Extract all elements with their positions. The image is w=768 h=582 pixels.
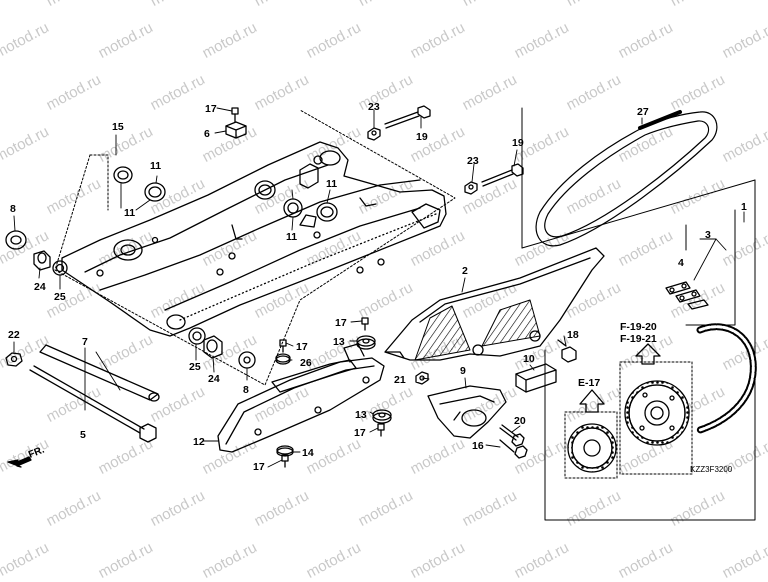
bolt-17-cover — [361, 317, 369, 331]
chain-cover-2 — [384, 247, 605, 361]
collar-13-bottom — [372, 409, 392, 424]
callout-24-right: 24 — [208, 373, 220, 385]
callout-16: 16 — [472, 440, 484, 452]
callout-7: 7 — [82, 336, 88, 348]
callout-1: 1 — [741, 201, 747, 213]
collar-14 — [276, 445, 294, 457]
ref-arrow-e17 — [579, 389, 605, 413]
ref-label-e17: E-17 — [578, 377, 600, 389]
callout-23-mid: 23 — [467, 155, 479, 167]
dust-seal-11d — [316, 202, 338, 222]
nut-22 — [5, 352, 23, 367]
ref-label-f1920: F-19-20 — [620, 321, 657, 333]
callout-13-top: 13 — [333, 336, 345, 348]
callout-8-left: 8 — [10, 203, 16, 215]
bolt-20 — [499, 424, 525, 447]
diagram-code: KZZ3F3200 — [690, 465, 733, 474]
bearing-25-right — [188, 327, 206, 345]
bolt-17-mid — [279, 339, 287, 353]
chain-segment-1 — [696, 323, 757, 434]
bolt-18 — [557, 339, 577, 363]
callout-3: 3 — [705, 229, 711, 241]
callout-23-top: 23 — [368, 101, 380, 113]
callout-11b: 11 — [124, 207, 135, 219]
slider-bracket — [271, 343, 365, 393]
callout-17-top: 17 — [205, 103, 217, 115]
front-sprocket — [567, 423, 617, 473]
callout-27: 27 — [637, 106, 649, 118]
swingarm — [61, 141, 447, 337]
callout-5: 5 — [80, 429, 86, 441]
callout-2: 2 — [462, 265, 468, 277]
callout-11a: 11 — [150, 160, 161, 172]
nut-23-mid — [464, 181, 478, 195]
bolt-17-lower — [377, 423, 385, 437]
dust-seal-11a — [113, 166, 133, 184]
front-label: FR. — [27, 444, 46, 460]
callout-11d: 11 — [326, 178, 337, 190]
callout-17-mid: 17 — [296, 341, 308, 353]
adjuster-bolt-19-top — [384, 105, 431, 129]
ref-label-f1921: F-19-21 — [620, 333, 657, 345]
collar-24-right — [203, 335, 223, 359]
adjuster-bolt-19-mid — [481, 163, 524, 187]
nut-23-top — [367, 127, 381, 141]
guide-9 — [427, 385, 507, 439]
dust-seal-11b — [144, 182, 166, 202]
callout-17-cover: 17 — [335, 317, 347, 329]
group-frame-swingarm — [54, 109, 456, 386]
drive-chain-27 — [535, 110, 718, 247]
callout-25-right: 25 — [189, 361, 201, 373]
callout-26: 26 — [300, 357, 312, 369]
callout-21: 21 — [394, 374, 406, 386]
bearing-8-left — [5, 230, 27, 250]
collar-24-left — [33, 250, 51, 271]
callout-22: 22 — [8, 329, 20, 341]
callout-9: 9 — [460, 365, 466, 377]
collar-13-top — [356, 335, 376, 350]
callout-17-lower: 17 — [354, 427, 366, 439]
collar-26 — [275, 353, 291, 365]
leader-lines — [13, 107, 745, 468]
callout-12: 12 — [193, 436, 205, 448]
callout-24-left: 24 — [34, 281, 46, 293]
callout-13-bottom: 13 — [355, 409, 367, 421]
callout-4: 4 — [678, 257, 684, 269]
ref-arrow-f19 — [635, 343, 661, 365]
callout-25-left: 25 — [54, 291, 66, 303]
callout-14: 14 — [302, 447, 314, 459]
front-arrow — [7, 456, 32, 468]
pivot-collar-7 — [39, 344, 160, 402]
callout-19-top: 19 — [416, 131, 428, 143]
callout-20: 20 — [514, 415, 526, 427]
callout-numbers: 1 2 3 4 5 6 7 8 8 9 10 11 11 11 11 12 13… — [8, 101, 747, 473]
callout-10: 10 — [523, 353, 535, 365]
bearing-8-right — [238, 351, 256, 369]
callout-8-right: 8 — [243, 384, 249, 396]
bolt-17-bottom — [281, 454, 289, 468]
group-frame-drive — [521, 107, 756, 521]
callout-15: 15 — [112, 121, 124, 133]
callout-18: 18 — [567, 329, 579, 341]
callout-11c: 11 — [286, 231, 297, 243]
block-6 — [225, 121, 247, 139]
bolt-17-top — [231, 107, 239, 123]
pivot-bolt-5 — [29, 365, 157, 443]
callout-17-bottom: 17 — [253, 461, 265, 473]
callout-6: 6 — [204, 128, 210, 140]
callout-19-mid: 19 — [512, 137, 524, 149]
bolt-16 — [499, 439, 528, 459]
rear-sprocket — [624, 380, 690, 446]
master-link-4 — [665, 281, 709, 310]
pad-10 — [515, 363, 557, 393]
